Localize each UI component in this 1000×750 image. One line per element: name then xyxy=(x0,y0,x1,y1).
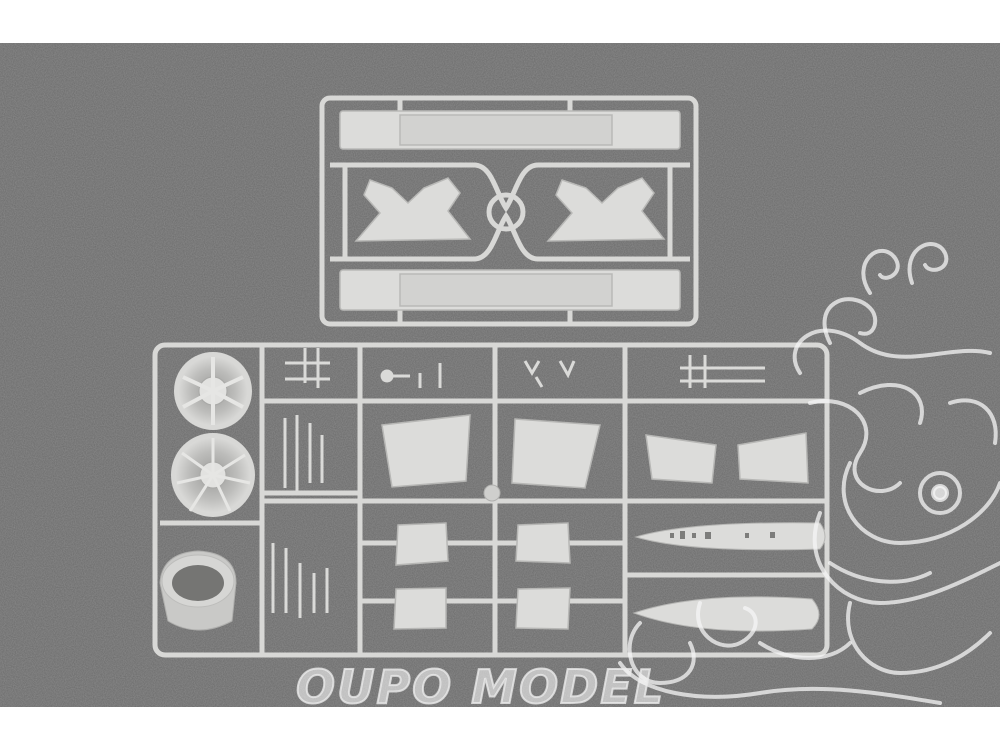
fan-part-lower xyxy=(171,433,255,517)
dragon-head-emblem xyxy=(618,242,1000,705)
small-rod-parts xyxy=(271,348,765,618)
sprue-center-gate xyxy=(483,484,501,502)
exhaust-nozzle-part xyxy=(159,550,237,631)
fan-part-upper xyxy=(174,352,252,430)
watermark-text: OUPO MODEL xyxy=(295,660,666,714)
upper-sprue-parts xyxy=(339,110,681,311)
sprue-photo xyxy=(0,43,1000,707)
lower-sprue-frame xyxy=(152,342,830,658)
wing-panel-parts xyxy=(381,414,809,630)
